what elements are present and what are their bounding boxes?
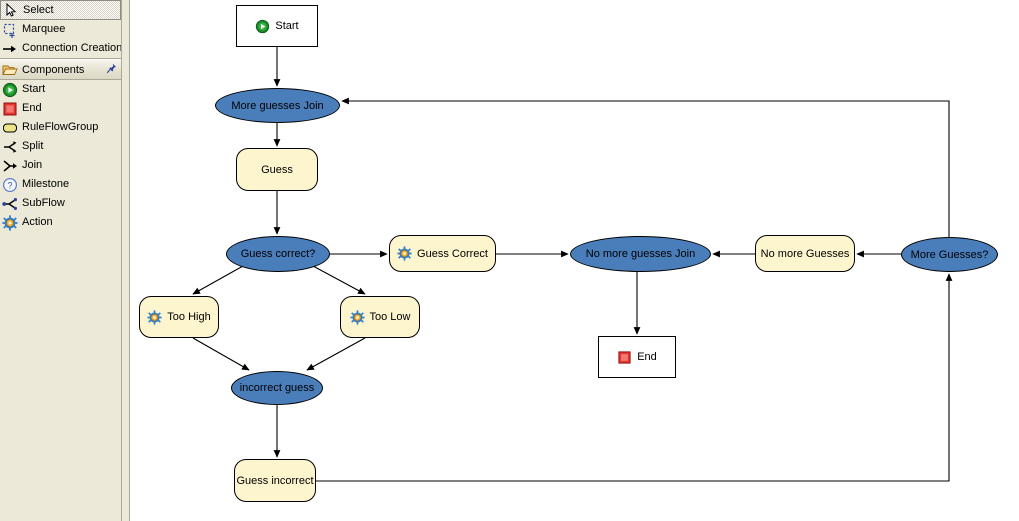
palette-component-label: End [22,102,42,114]
end-stop-icon [617,350,632,365]
node-label: More guesses Join [231,99,324,112]
node-label: Start [275,20,299,32]
palette-components-list: Start End RuleFlowGroup [0,80,121,232]
palette-group-label: Components [22,63,85,76]
node-too-low[interactable]: Too Low [340,296,420,338]
split-icon [2,139,18,155]
action-gear-icon [2,214,18,231]
palette-component-label: Milestone [22,178,70,190]
palette-component-start[interactable]: Start [0,80,121,99]
palette-tool-label: Marquee [22,23,66,35]
palette-sash[interactable] [122,0,130,521]
pushpin-icon[interactable] [105,62,118,75]
arrow-right-icon [2,41,18,57]
palette-group-components[interactable]: Components [0,59,121,80]
node-label: End [637,351,657,363]
palette-panel: Select Marquee Connection Creation [0,0,122,521]
edge-guess-correct-q-to-too-high [192,265,244,295]
palette-component-label: RuleFlowGroup [22,121,99,133]
palette-component-ruleflowgroup[interactable]: RuleFlowGroup [0,118,121,137]
start-play-icon [2,82,18,98]
palette-component-split[interactable]: Split [0,137,121,156]
palette-divider [0,58,121,59]
palette-component-join[interactable]: Join [0,156,121,175]
node-start[interactable]: Start [236,5,318,47]
open-folder-icon [2,62,18,78]
palette-component-label: Split [22,140,44,152]
action-gear-icon [397,246,412,261]
node-label: No more guesses Join [585,248,696,260]
svg-text:?: ? [7,180,12,190]
edge-more-guesses-q-to-more-join [341,97,950,237]
palette-tool-connection-creation[interactable]: Connection Creation [0,39,121,58]
node-label: No more Guesses [760,247,850,260]
diagram-canvas[interactable]: Start More guesses Join Guess Guess corr… [131,0,1019,521]
node-label: Guess correct? [240,248,316,260]
edge-too-high-to-incorrect [192,337,250,371]
start-play-icon [255,19,270,34]
end-stop-icon [2,101,18,117]
palette-component-milestone[interactable]: ? Milestone [0,175,121,194]
palette-component-end[interactable]: End [0,99,121,118]
cursor-arrow-icon [3,2,19,18]
palette-component-label: SubFlow [22,197,65,209]
palette-tool-label: Connection Creation [22,42,122,54]
node-no-more-guesses-join[interactable]: No more guesses Join [570,236,711,272]
palette-component-label: Join [22,159,43,171]
node-guess[interactable]: Guess [236,148,318,191]
node-guess-incorrect[interactable]: Guess incorrect [234,459,316,502]
edge-guess-incorrect-to-more-guesses-q [316,273,953,482]
palette-component-label: Action [22,216,53,228]
node-more-guesses-join[interactable]: More guesses Join [215,88,340,123]
palette-component-action[interactable]: Action [0,213,121,232]
node-label: More Guesses? [910,248,989,261]
palette-component-subflow[interactable]: SubFlow [0,194,121,213]
node-too-high[interactable]: Too High [139,296,219,338]
palette-tool-select[interactable]: Select [0,0,121,20]
palette-component-label: Start [22,83,46,95]
palette-tool-label: Select [23,3,54,16]
node-more-guesses-question[interactable]: More Guesses? [901,237,998,272]
action-gear-icon [349,309,365,325]
node-label: Too High [167,311,211,323]
palette-tool-marquee[interactable]: Marquee [0,20,121,39]
node-label: Too Low [369,311,411,323]
node-label: Guess incorrect [236,474,314,487]
node-end[interactable]: End [598,336,676,378]
milestone-question-icon: ? [2,177,18,193]
join-icon [2,158,18,174]
node-label: Guess [261,163,293,176]
node-no-more-guesses[interactable]: No more Guesses [755,235,855,272]
ruleflowgroup-icon [2,120,18,136]
node-guess-correct[interactable]: Guess Correct [389,235,496,272]
marquee-icon [2,22,18,38]
node-incorrect-guess[interactable]: incorrect guess [231,371,323,405]
node-label: Guess Correct [417,247,488,260]
action-gear-icon [147,309,162,325]
node-guess-correct-question[interactable]: Guess correct? [226,236,330,272]
subflow-icon [2,196,18,212]
edge-guess-correct-q-to-too-low [312,265,366,295]
diagram-edges [192,47,953,482]
node-label: incorrect guess [239,382,315,394]
edge-too-low-to-incorrect [306,337,366,371]
